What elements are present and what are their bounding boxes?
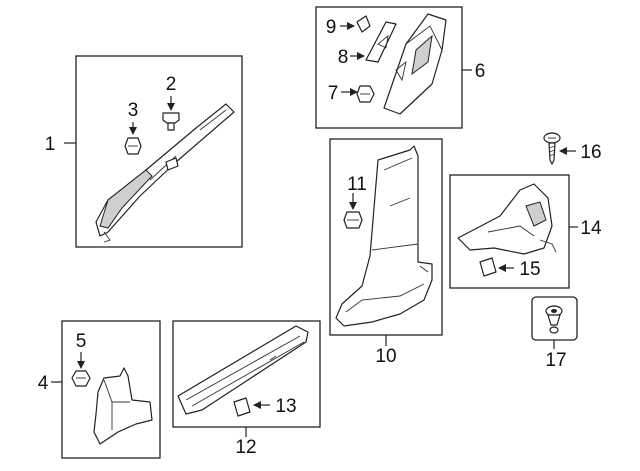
fastener-3-icon bbox=[124, 122, 142, 155]
upper-trim-6-icon bbox=[383, 13, 447, 115]
sill-plate-12-icon bbox=[177, 325, 309, 415]
pillar-trim-1-icon bbox=[95, 103, 235, 243]
callout-16: 16 bbox=[580, 142, 601, 163]
callout-3: 3 bbox=[128, 100, 139, 121]
callout-6: 6 bbox=[475, 61, 486, 82]
callout-10: 10 bbox=[375, 346, 396, 367]
callout-17: 17 bbox=[545, 350, 566, 371]
callout-5: 5 bbox=[76, 331, 87, 352]
fastener-2-icon bbox=[162, 96, 180, 131]
callout-2: 2 bbox=[166, 74, 177, 95]
callout-12: 12 bbox=[235, 437, 256, 458]
fastener-11-icon bbox=[343, 193, 363, 229]
box-4 bbox=[61, 320, 161, 459]
clip-13-icon bbox=[233, 397, 270, 417]
screw-16-icon bbox=[543, 132, 576, 165]
rear-trim-14-icon bbox=[457, 183, 557, 255]
fastener-5-icon bbox=[71, 352, 91, 387]
callout-13: 13 bbox=[275, 396, 296, 417]
box-14 bbox=[449, 174, 570, 289]
callout-4: 4 bbox=[38, 373, 49, 394]
callout-9: 9 bbox=[326, 17, 337, 38]
box-6 bbox=[315, 6, 463, 129]
pad-8-icon bbox=[350, 21, 397, 63]
callout-11: 11 bbox=[347, 174, 367, 195]
group-1-front-pillar-trim: 1 2 3 bbox=[45, 55, 243, 248]
callout-1: 1 bbox=[45, 134, 56, 155]
callout-7: 7 bbox=[328, 83, 339, 104]
fastener-7-icon bbox=[341, 85, 375, 103]
lower-trim-4-icon bbox=[93, 367, 153, 445]
callout-8: 8 bbox=[338, 47, 349, 68]
group-17-grommet: 17 bbox=[531, 296, 578, 371]
group-4-lower-trim: 4 5 bbox=[38, 320, 161, 459]
callout-14: 14 bbox=[580, 218, 602, 239]
clip-15-icon bbox=[479, 257, 514, 277]
group-10-center-pillar-trim: 10 11 bbox=[329, 138, 443, 367]
grommet-17-icon bbox=[545, 305, 563, 334]
group-12-sill-plate: 12 13 bbox=[172, 320, 321, 458]
group-6-upper-pillar-trim: 6 9 8 7 bbox=[315, 6, 486, 129]
center-trim-10-icon bbox=[335, 145, 433, 327]
callout-15: 15 bbox=[519, 259, 540, 280]
box-1 bbox=[75, 55, 243, 248]
group-14-rear-trim: 14 15 bbox=[449, 174, 602, 289]
clip-9-icon bbox=[340, 15, 371, 33]
